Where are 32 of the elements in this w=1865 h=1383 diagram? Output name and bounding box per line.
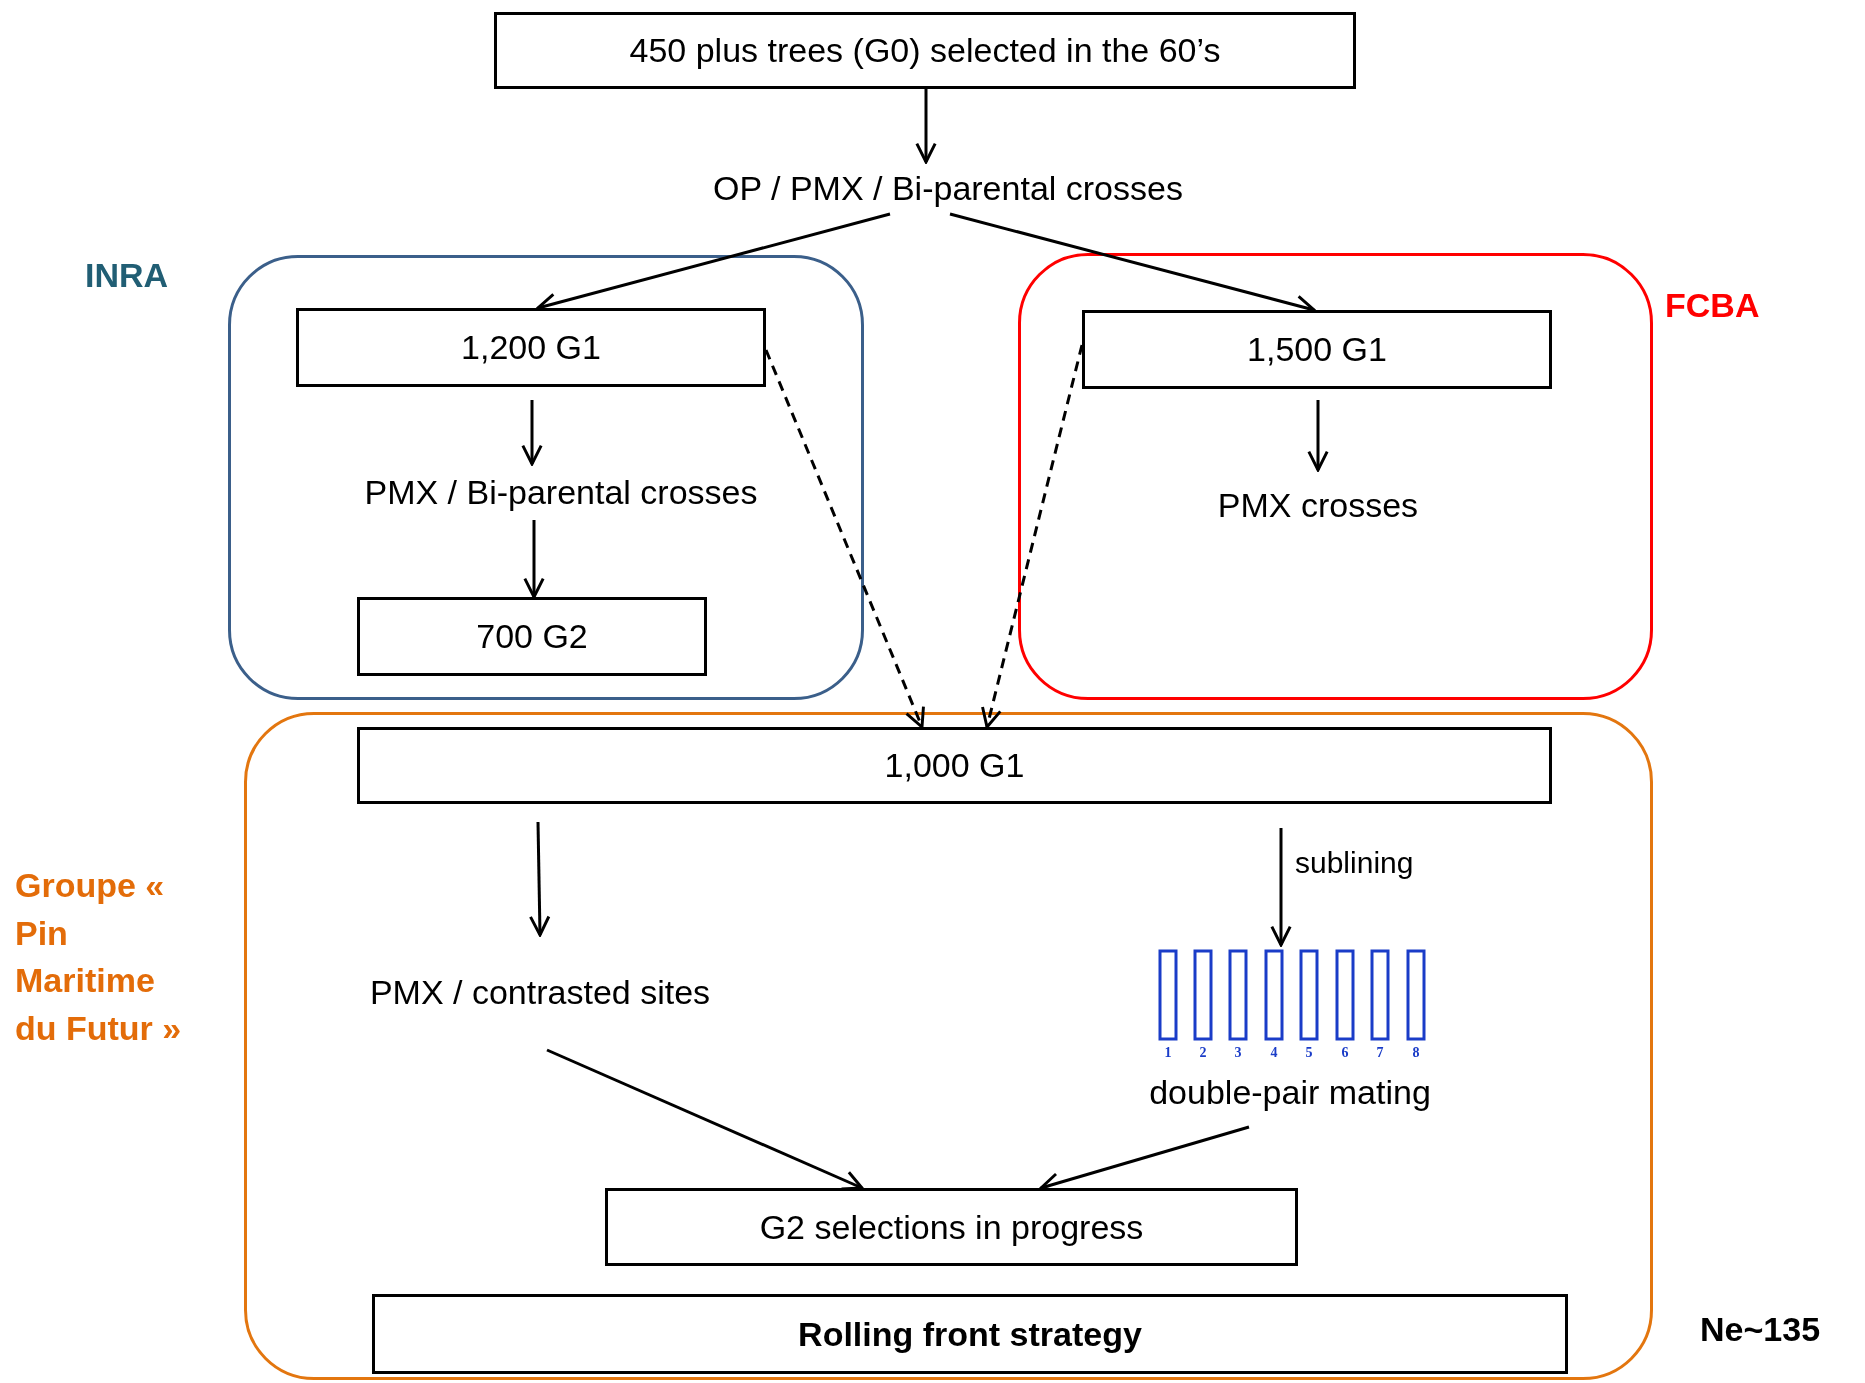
group-heading: Groupe « Pin Maritime du Futur » — [15, 865, 183, 1049]
step-text: PMX / Bi-parental crosses — [300, 464, 822, 520]
bar-number: 1 — [1163, 1045, 1173, 1061]
bar-number: 3 — [1233, 1045, 1243, 1061]
group-heading: FCBA — [1665, 285, 1761, 326]
step-text: PMX / contrasted sites — [300, 935, 780, 1050]
process-box: 1,200 G1 — [296, 308, 766, 387]
bar-number: 8 — [1411, 1045, 1421, 1061]
arrow — [1307, 400, 1329, 472]
arrow — [1270, 828, 1292, 947]
arrow — [915, 89, 937, 164]
process-box: 1,000 G1 — [357, 727, 1552, 804]
arrow — [529, 821, 551, 937]
step-text: OP / PMX / Bi-parental crosses — [640, 162, 1256, 214]
group-heading: INRA — [85, 255, 170, 296]
note-text: Ne~135 — [1700, 1310, 1821, 1349]
bar-number: 6 — [1340, 1045, 1350, 1061]
bar-number: 5 — [1304, 1045, 1314, 1061]
bar-number: 4 — [1269, 1045, 1279, 1061]
arrow — [521, 400, 543, 466]
process-box: 1,500 G1 — [1082, 310, 1552, 389]
bar-number: 2 — [1198, 1045, 1208, 1061]
bar-number: 7 — [1375, 1045, 1385, 1061]
process-box: 450 plus trees (G0) selected in the 60’s — [494, 12, 1356, 89]
step-text: PMX crosses — [1150, 470, 1486, 540]
process-box: G2 selections in progress — [605, 1188, 1298, 1266]
process-box: 700 G2 — [357, 597, 707, 676]
arrow — [764, 349, 925, 729]
process-box: Rolling front strategy — [372, 1294, 1568, 1374]
arrow — [981, 344, 1084, 729]
arrow — [523, 520, 545, 599]
step-text: double-pair mating — [1148, 1071, 1432, 1113]
